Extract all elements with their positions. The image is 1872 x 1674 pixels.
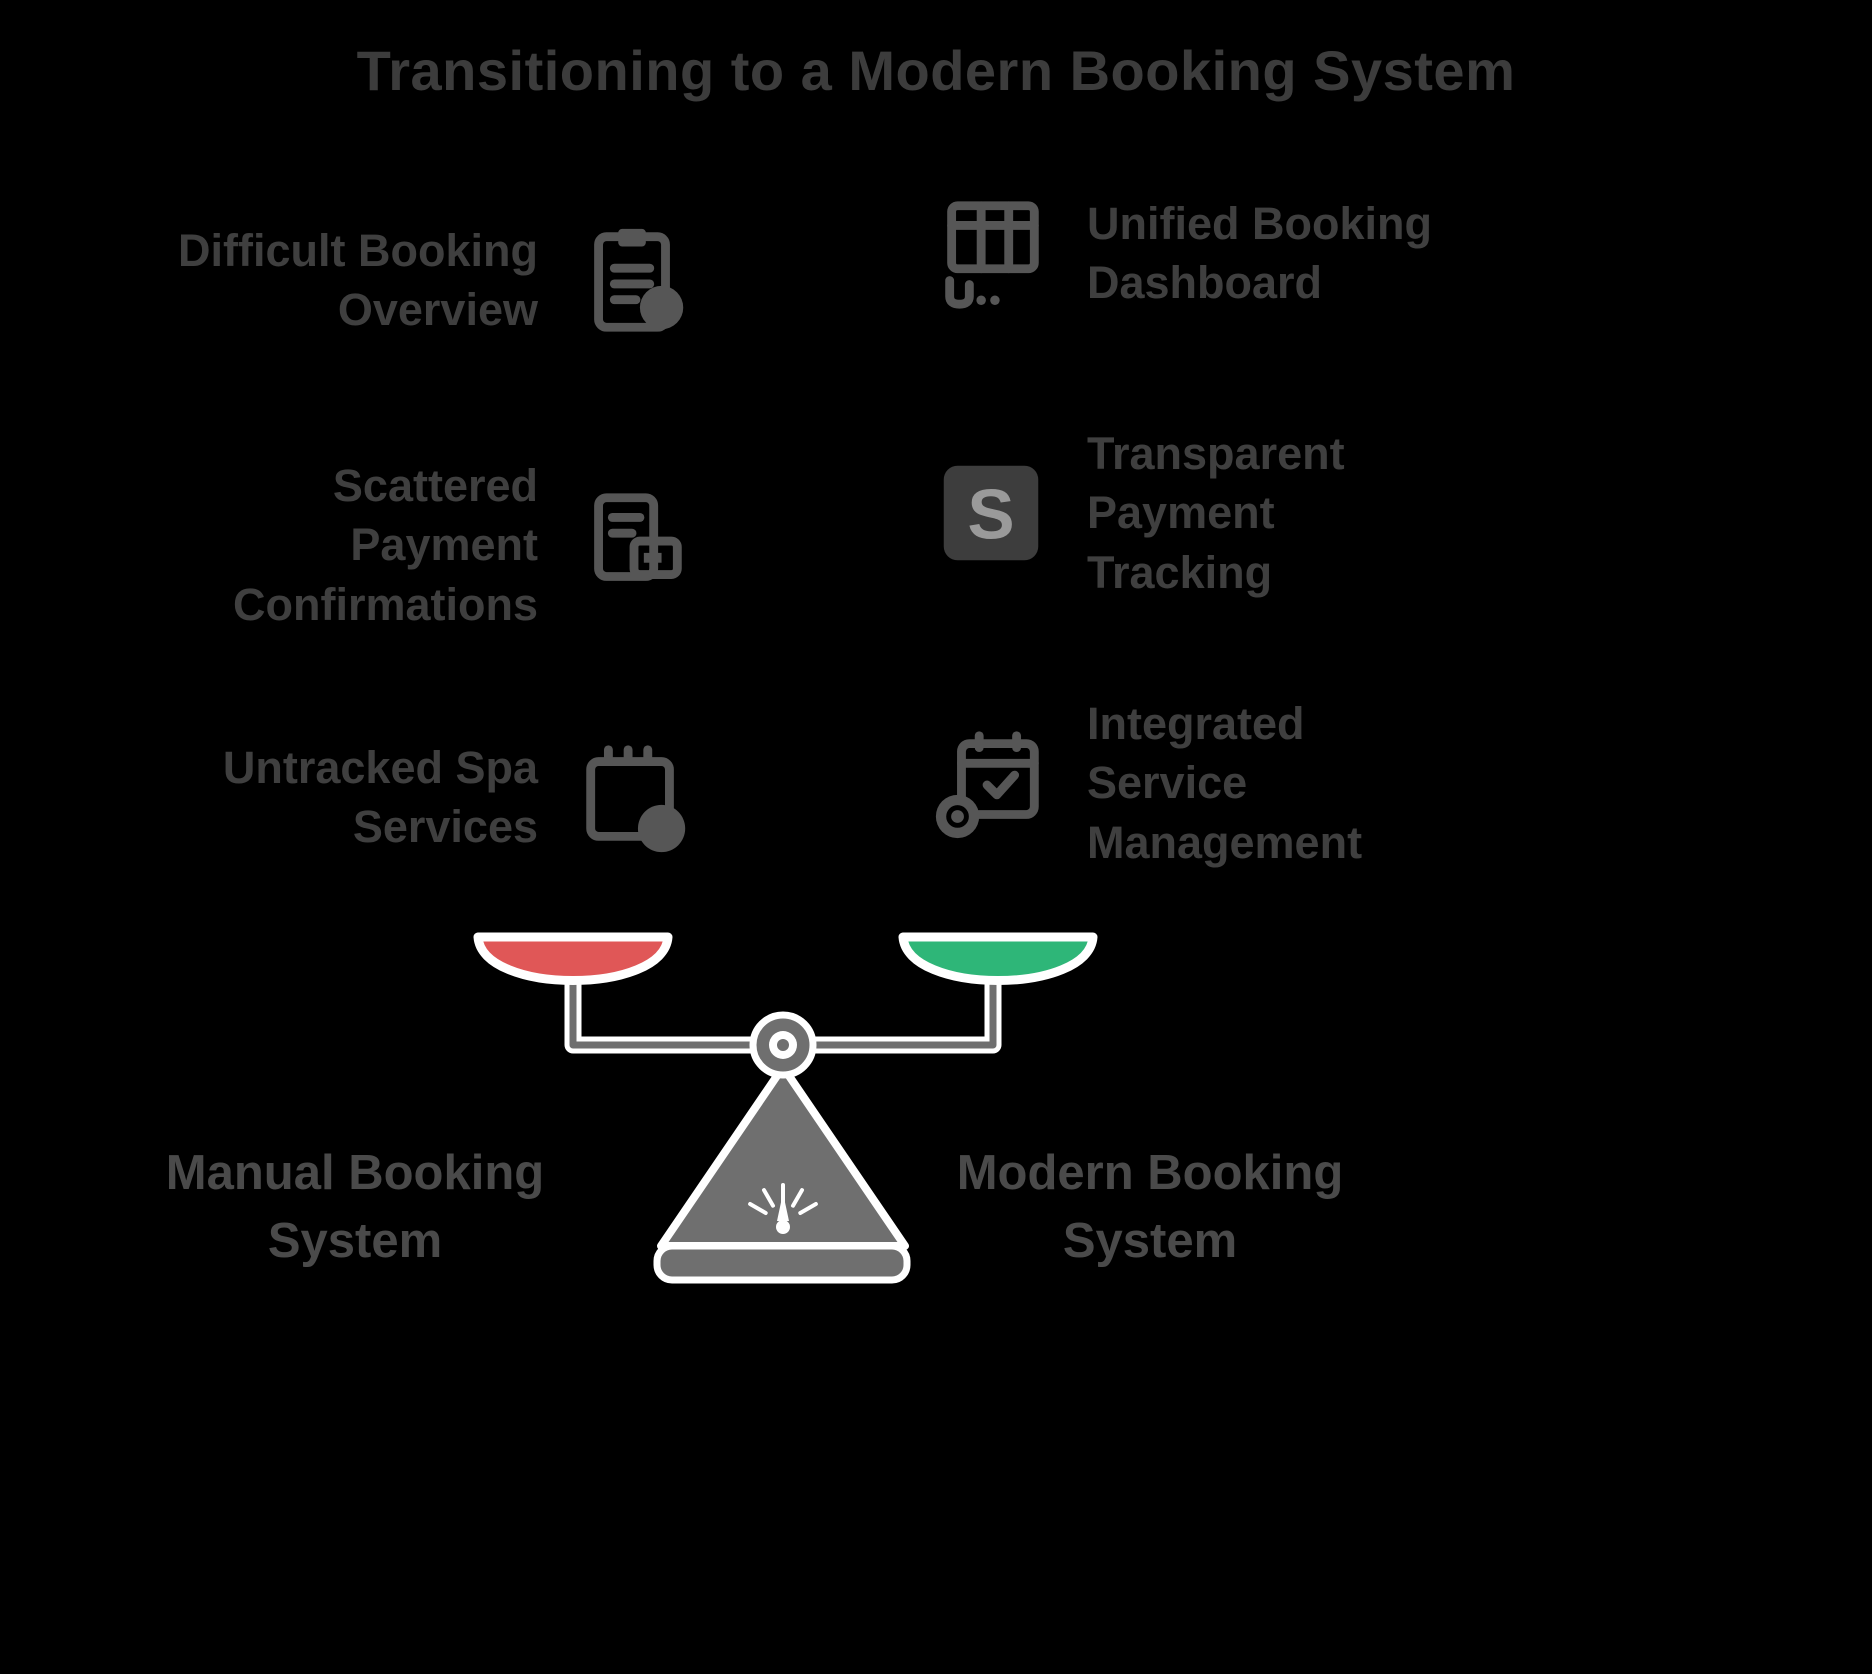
svg-text:S: S <box>967 476 1014 555</box>
gauge-icon <box>748 1183 818 1215</box>
right-item-integrated-service-management: Integrated Service Management <box>925 688 1500 878</box>
manual-booking-system-label: Manual Booking System <box>165 1146 545 1268</box>
payment-confirmations-icon <box>568 479 700 611</box>
modern-booking-system-label: Modern Booking System <box>956 1146 1344 1268</box>
item-label: Difficult Booking Overview <box>178 224 538 335</box>
service-integration-icon <box>925 717 1057 849</box>
left-item-difficult-booking-overview: Difficult Booking Overview <box>100 205 700 355</box>
manual-system-pan <box>473 932 673 985</box>
gauge-needle <box>777 1193 789 1221</box>
payment-tracking-icon: S <box>925 447 1057 579</box>
balance-scale <box>440 915 1130 1310</box>
booking-dashboard-icon <box>925 187 1057 319</box>
item-label: Unified Booking Dashboard <box>1087 197 1432 308</box>
spa-calendar-icon <box>568 731 700 863</box>
gauge-knob <box>776 1220 790 1234</box>
right-item-unified-booking-dashboard: Unified Booking Dashboard <box>925 178 1500 328</box>
item-label: Transparent Payment Tracking <box>1087 427 1345 598</box>
clipboard-overview-icon <box>568 214 700 346</box>
scale-base <box>653 1242 911 1284</box>
left-item-scattered-payment-confirmations: Scattered Payment Confirmations <box>100 450 700 640</box>
right-item-transparent-payment-tracking: S Transparent Payment Tracking <box>925 418 1500 608</box>
item-label: Untracked Spa Services <box>222 741 538 852</box>
pivot-center <box>777 1039 789 1051</box>
page-title: Transitioning to a Modern Booking System <box>356 39 1516 102</box>
item-label: Scattered Payment Confirmations <box>232 459 538 630</box>
modern-system-pan <box>898 932 1098 985</box>
item-label: Integrated Service Management <box>1087 697 1363 868</box>
left-item-untracked-spa-services: Untracked Spa Services <box>100 722 700 872</box>
